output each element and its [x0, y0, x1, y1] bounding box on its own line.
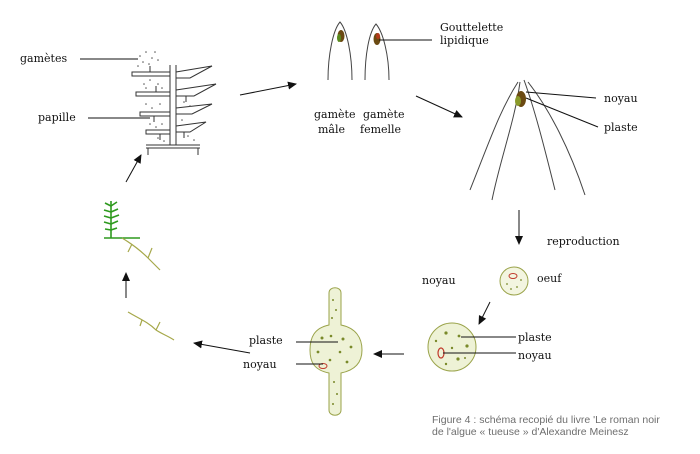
oeuf-cell: [499, 266, 529, 296]
label-noyau-oeuf: noyau: [422, 274, 456, 287]
zygote-plastes: [515, 91, 526, 107]
elongated-cell: [309, 287, 363, 416]
label-oeuf: oeuf: [537, 272, 562, 285]
label-noyau-zygote: noyau: [604, 92, 638, 105]
label-plaste-germ: plaste: [518, 331, 552, 344]
noyau-zygote-leader: [525, 91, 597, 99]
arrow-to-zygote: [415, 95, 463, 118]
thallus-with-papillae: [131, 65, 217, 155]
label-gouttelette-line1: Gouttelette: [440, 21, 504, 34]
label-gamete-male-line1: gamète: [314, 108, 356, 121]
label-plaste-zygote: plaste: [604, 121, 638, 134]
label-gouttelette-line2: lipidique: [440, 34, 489, 47]
label-gamete-male-line2: mâle: [318, 123, 346, 136]
arrow-to-thallus: [125, 154, 142, 183]
label-gamete-femelle-line1: gamète: [363, 108, 405, 121]
label-gametes: gamètes: [20, 52, 68, 65]
plaste-zygote-leader: [525, 97, 599, 128]
label-noyau-germ: noyau: [518, 349, 552, 362]
arrow-to-germ: [478, 301, 491, 325]
caption-line1: Figure 4 : schéma recopié du livre 'Le r…: [432, 414, 660, 426]
label-reproduction: reproduction: [547, 235, 620, 248]
figure-caption: Figure 4 : schéma recopié du livre 'Le r…: [432, 414, 698, 438]
gamete-female: [364, 23, 390, 81]
young-plant: [103, 201, 161, 271]
fused-gametes: [469, 79, 586, 201]
arrow-to-gametes: [239, 81, 297, 96]
gamete-dots: [137, 51, 195, 142]
arrow-to-filament: [193, 340, 251, 354]
label-papille: papille: [38, 111, 76, 124]
young-filament: [127, 311, 175, 341]
label-plaste-cell: plaste: [249, 334, 283, 347]
label-noyau-cell: noyau: [243, 358, 277, 371]
label-gamete-femelle-line2: femelle: [360, 123, 402, 136]
germ-cell: [427, 322, 477, 372]
caption-line2: de l'algue « tueuse » d'Alexandre Meines…: [432, 426, 629, 438]
gamete-male: [327, 21, 353, 81]
